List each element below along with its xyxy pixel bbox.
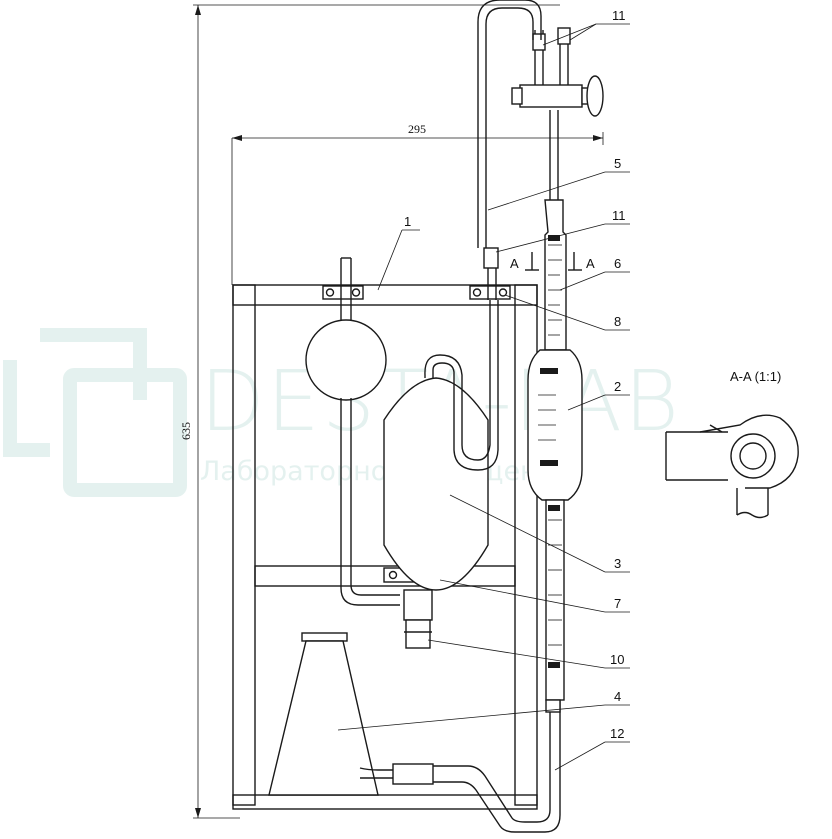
section-detail: A-A (1:1) bbox=[665, 369, 799, 519]
stopcock bbox=[511, 27, 604, 117]
burette-scale bbox=[538, 235, 562, 668]
height-label: 635 bbox=[179, 422, 193, 440]
callout-4: 4 bbox=[614, 689, 621, 704]
burette bbox=[527, 110, 583, 713]
section-marker-left: A bbox=[510, 256, 519, 271]
callout-2: 2 bbox=[614, 379, 621, 394]
section-title: A-A (1:1) bbox=[730, 369, 781, 384]
connecting-tube bbox=[477, 0, 542, 300]
watermark-logo bbox=[3, 328, 187, 497]
clamp-top-left bbox=[322, 285, 364, 300]
dimension-width: 295 bbox=[231, 122, 604, 285]
dimension-height: 635 bbox=[179, 4, 560, 819]
callout-10: 10 bbox=[610, 652, 624, 667]
clamp-top-right bbox=[469, 285, 511, 300]
stand-frame bbox=[232, 284, 538, 810]
conical-flask bbox=[268, 632, 395, 796]
main-vessel bbox=[383, 300, 499, 649]
callout-11-middle: 11 bbox=[612, 208, 626, 223]
section-marker-right: A bbox=[586, 256, 595, 271]
callout-numbers: 11 5 11 1 6 8 2 3 7 10 4 12 bbox=[404, 8, 626, 741]
callout-3: 3 bbox=[614, 556, 621, 571]
levelling-bulb bbox=[305, 257, 400, 606]
callout-8: 8 bbox=[614, 314, 621, 329]
section-marker: A A bbox=[510, 252, 595, 271]
callout-leaders bbox=[337, 23, 630, 771]
callout-11-top: 11 bbox=[612, 8, 626, 23]
callout-7: 7 bbox=[614, 596, 621, 611]
callout-5: 5 bbox=[614, 156, 621, 171]
bottom-hose bbox=[392, 690, 561, 833]
callout-1: 1 bbox=[404, 214, 411, 229]
callout-12: 12 bbox=[610, 726, 624, 741]
callout-6: 6 bbox=[614, 256, 621, 271]
width-label: 295 bbox=[408, 122, 426, 136]
